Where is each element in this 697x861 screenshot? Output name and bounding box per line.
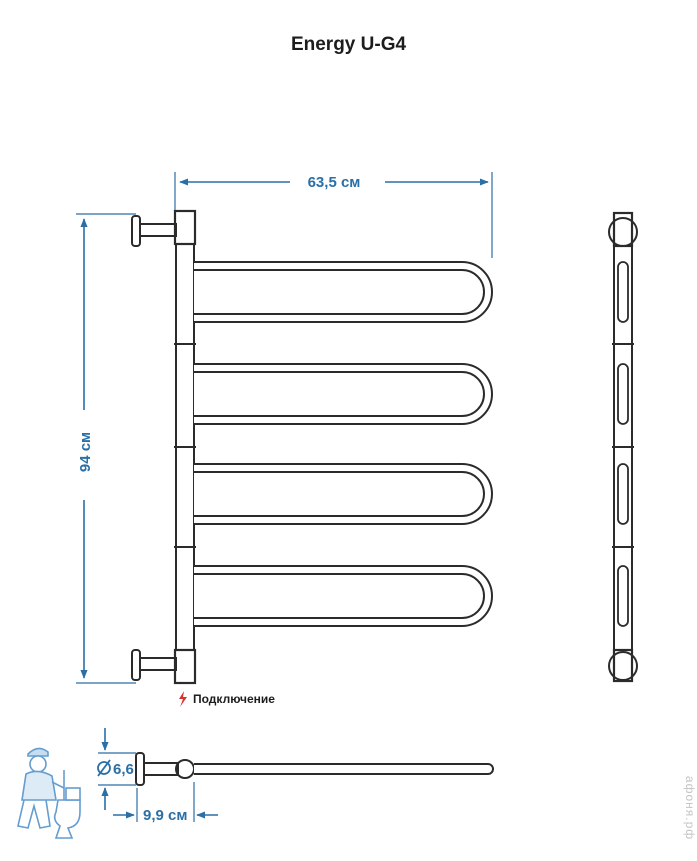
top-view: 6,6 9,9 см: [97, 728, 494, 824]
height-dimension: 94 см: [76, 213, 136, 684]
diameter-dimension-label: 6,6: [113, 761, 134, 778]
vertical-collector: [173, 209, 197, 685]
width-dimension-label: 63,5 см: [308, 174, 361, 191]
swivel-loop: [194, 261, 493, 323]
top-wall-bracket: [131, 215, 177, 247]
offset-dimension-label: 9,9 см: [143, 807, 187, 824]
height-dimension-label: 94 см: [77, 432, 94, 472]
offset-dimension: 9,9 см: [113, 782, 218, 824]
plumber-mascot-icon: [17, 747, 81, 839]
bottom-wall-bracket: [131, 649, 177, 681]
swivel-loop: [194, 363, 493, 425]
product-title: Energy U-G4: [290, 34, 407, 55]
diameter-dimension: 6,6: [97, 728, 136, 810]
diameter-symbol-icon: [97, 759, 111, 777]
front-view: 63,5 см 94 см Подключение: [76, 172, 493, 707]
width-dimension: 63,5 см: [174, 172, 493, 258]
swivel-loop: [194, 463, 493, 525]
watermark-text: афоня.рф: [683, 776, 697, 840]
lightning-icon: [179, 691, 187, 707]
connection-label: Подключение: [193, 692, 275, 706]
swivel-loop: [194, 565, 493, 627]
side-view: [608, 211, 638, 683]
connection-note: Подключение: [179, 691, 275, 707]
